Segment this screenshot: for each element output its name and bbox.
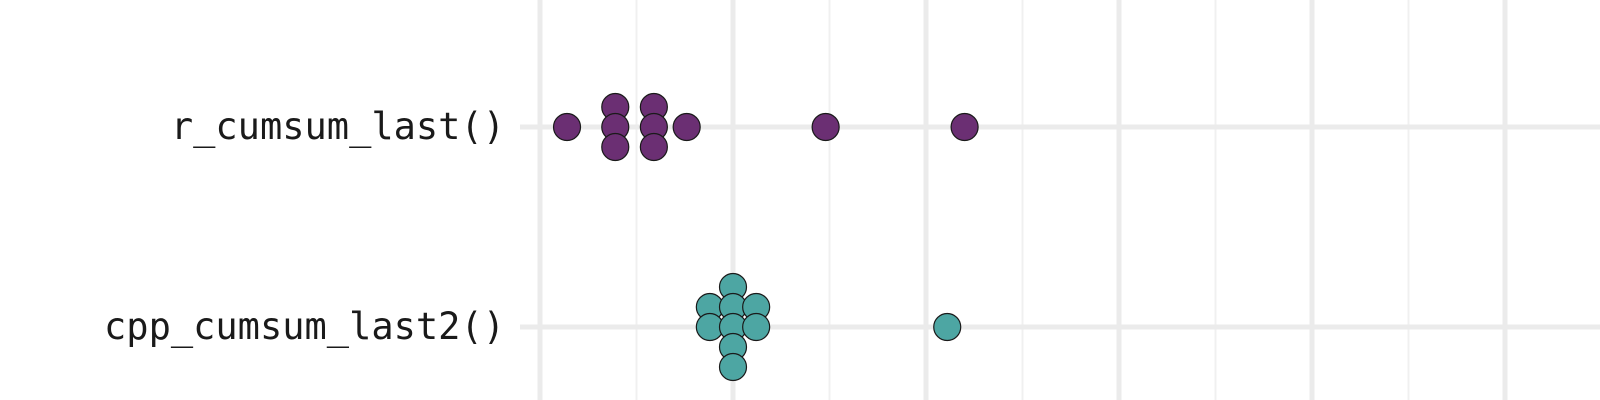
- data-point: [672, 112, 701, 142]
- category-label: r_cumsum_last(): [171, 105, 505, 149]
- category-labels: r_cumsum_last() cpp_cumsum_last2(): [104, 105, 505, 349]
- data-point: [552, 112, 582, 142]
- data-point: [742, 312, 771, 342]
- category-label: cpp_cumsum_last2(): [104, 305, 505, 349]
- data-points: [552, 92, 979, 382]
- data-point: [639, 132, 668, 162]
- data-point: [601, 132, 630, 162]
- grid-layer: [520, 0, 1600, 400]
- data-point: [950, 112, 979, 142]
- data-point: [933, 312, 962, 342]
- data-point: [811, 112, 840, 142]
- data-point: [718, 352, 748, 382]
